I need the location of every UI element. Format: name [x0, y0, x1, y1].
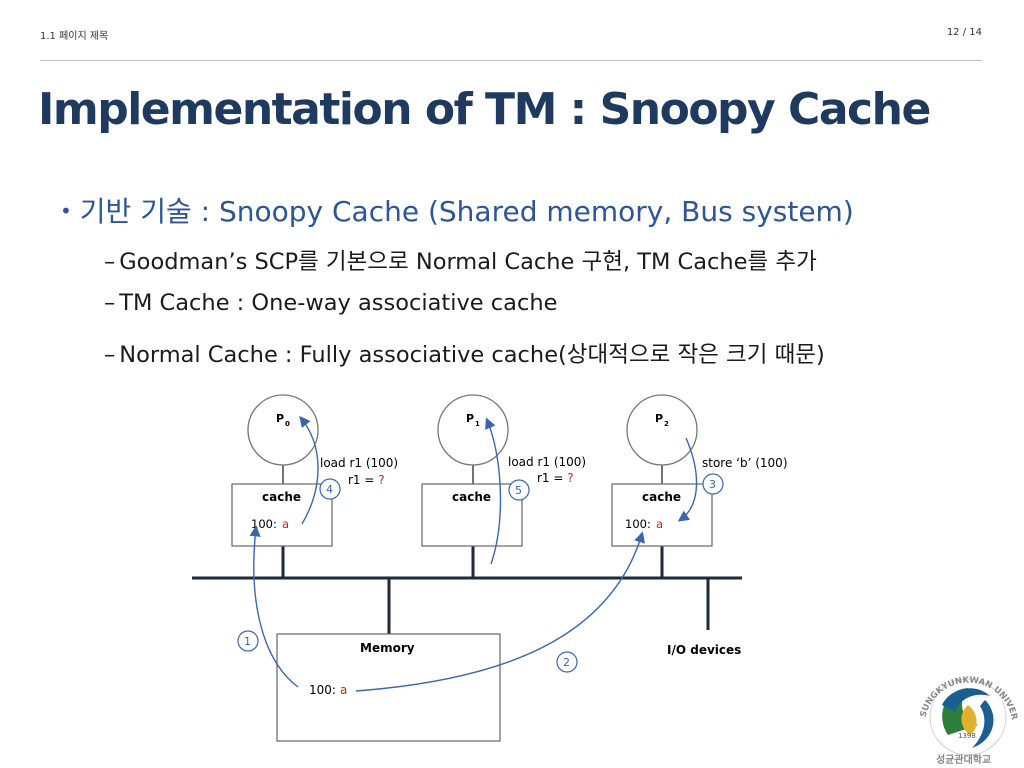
sub-bullet-text: TM Cache : One-way associative cache	[119, 290, 558, 316]
memory-entry-addr: 100:	[309, 683, 336, 697]
processor-subscript: 2	[664, 420, 669, 428]
sub-bullet-text: Goodman’s SCP를 기본으로 Normal Cache 구현, TM …	[119, 249, 817, 275]
sub-bullet: –Goodman’s SCP를 기본으로 Normal Cache 구현, TM…	[104, 244, 817, 276]
arrow-step-2	[355, 531, 645, 692]
arrow-step-3	[677, 437, 698, 522]
main-bullet: • 기반 기술 : Snoopy Cache (Shared memory, Bu…	[60, 190, 854, 230]
arrow-step-5	[485, 417, 502, 565]
processor-subscript: 1	[475, 420, 480, 428]
step-marker-5: 5	[508, 479, 530, 501]
memory-entry-value: a	[340, 683, 347, 697]
memory-label: Memory	[360, 641, 415, 655]
step-marker-4: 4	[319, 478, 341, 500]
svg-text:3: 3	[709, 478, 716, 491]
main-bullet-text: 기반 기술 : Snoopy Cache (Shared memory, Bus…	[79, 195, 854, 228]
step-marker-2: 2	[556, 651, 578, 673]
processor-label: P	[466, 412, 474, 425]
arrow-step-4	[299, 415, 319, 525]
cache-entry-addr: 100:	[251, 517, 277, 531]
step-marker-3: 3	[702, 473, 724, 495]
bullet-dot-icon: •	[60, 199, 72, 223]
section-label: 1.1 페이지 제목	[40, 31, 109, 42]
processor-label: P	[655, 412, 663, 425]
sub-bullet-clip: –Normal Cache : Fully associative cache(…	[0, 337, 1024, 367]
cache-label: cache	[262, 490, 301, 504]
svg-text:5: 5	[515, 484, 522, 497]
cache-label: cache	[642, 490, 681, 504]
cache-2: cache 100: a	[611, 483, 713, 547]
arrow-step-1	[249, 525, 299, 688]
cache-entry-value: a	[656, 517, 663, 531]
cache-0: cache 100: a	[231, 483, 333, 547]
processor-p1: P 1	[437, 394, 509, 466]
slide-title: Implementation of TM : Snoopy Cache	[38, 84, 931, 135]
op-label-p0-result: r1 = ?	[348, 473, 385, 487]
cache-1: cache	[421, 483, 523, 547]
logo-text: SUNGKYUNKWAN UNIVERSITY	[0, 0, 1019, 721]
op-label-p1: load r1 (100)	[508, 455, 586, 469]
sub-bullet: –Normal Cache : Fully associative cache(…	[104, 337, 825, 367]
dash-icon: –	[104, 290, 116, 316]
svg-text:4: 4	[326, 483, 333, 496]
op-label-p0: load r1 (100)	[320, 456, 398, 470]
dash-icon: –	[104, 249, 116, 275]
header-divider	[40, 60, 982, 61]
page-number: 12 / 14	[946, 27, 982, 38]
processor-p0: P 0	[247, 394, 319, 466]
svg-text:1: 1	[244, 635, 251, 648]
dash-icon: –	[104, 342, 116, 367]
op-label-p2: store ‘b’ (100)	[702, 456, 788, 470]
io-devices-label: I/O devices	[667, 643, 741, 657]
sub-bullet-text: Normal Cache : Fully associative cache(상…	[119, 342, 825, 367]
processor-subscript: 0	[285, 420, 290, 428]
logo-korean: 성균관대학교	[936, 753, 991, 766]
cache-entry-value: a	[282, 517, 289, 531]
processor-label: P	[276, 412, 284, 425]
op-label-p1-result: r1 = ?	[537, 471, 574, 485]
svg-text:2: 2	[563, 656, 570, 669]
cache-label: cache	[452, 490, 491, 504]
logo-year: 1398	[958, 732, 976, 740]
sub-bullet: –TM Cache : One-way associative cache	[104, 290, 557, 316]
processor-p2: P 2	[626, 394, 698, 466]
cache-entry-addr: 100:	[625, 517, 651, 531]
step-marker-1: 1	[237, 630, 259, 652]
